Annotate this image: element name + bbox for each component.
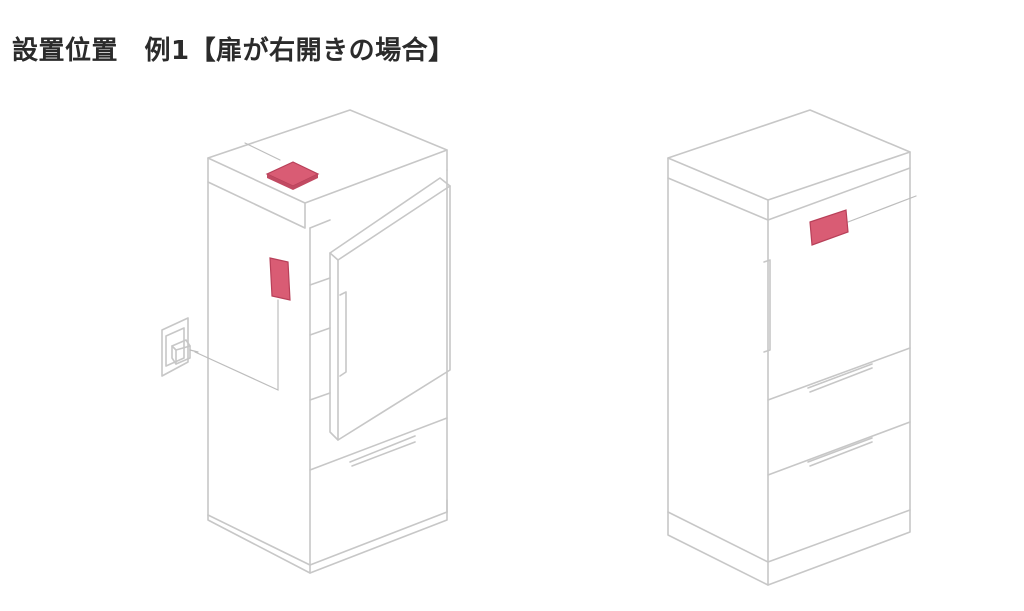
page-title: 設置位置 例1【扉が右開きの場合】 bbox=[12, 36, 455, 66]
fridge-left-open-door bbox=[207, 109, 451, 574]
sensor-top-left-icon bbox=[265, 161, 320, 190]
fridge-right-closed-door bbox=[667, 109, 917, 586]
sensor-right-icon bbox=[809, 209, 849, 246]
sensor-cable bbox=[194, 299, 279, 391]
wall-outlet-icon bbox=[161, 317, 189, 377]
sensor-side-left-icon bbox=[269, 257, 291, 301]
plug-adapter-icon bbox=[171, 339, 199, 365]
